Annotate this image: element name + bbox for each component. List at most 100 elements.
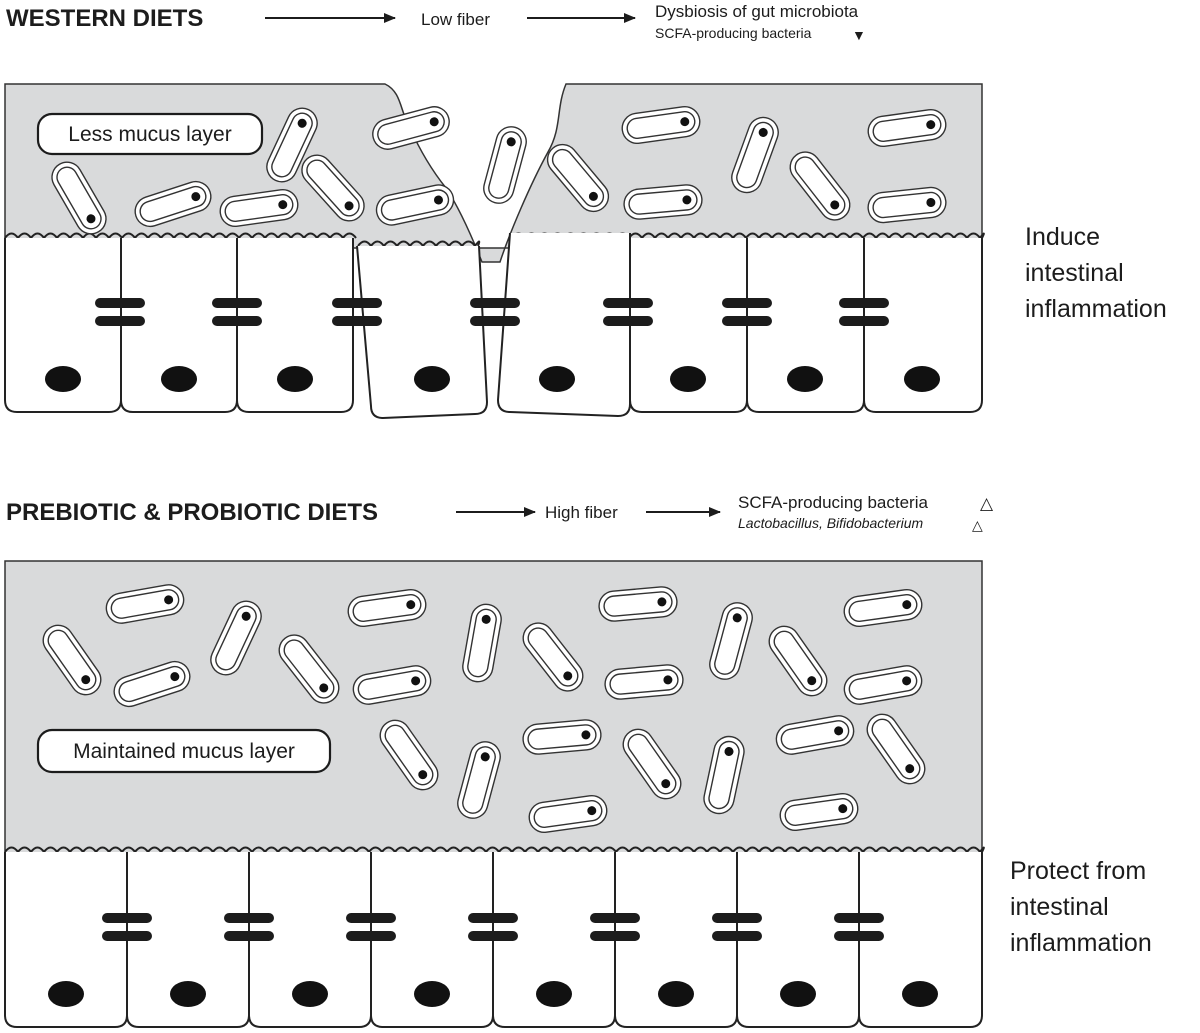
rod-bacterium-icon — [775, 715, 855, 755]
prebiotic-gut-panel: Maintained mucus layer — [4, 560, 985, 1028]
cell-nucleus — [48, 981, 84, 1007]
western-title: WESTERN DIETS — [6, 5, 203, 32]
tight-junction — [224, 913, 274, 941]
tight-junction — [590, 913, 640, 941]
prebiotic-step-genera: Lactobacillus, Bifidobacterium — [738, 515, 924, 531]
rod-bacterium-icon — [219, 188, 299, 228]
epithelial-cell — [120, 238, 238, 413]
tight-junction — [603, 298, 653, 326]
rod-bacterium-icon — [278, 634, 340, 704]
rod-bacterium-icon — [42, 624, 102, 696]
rod-bacterium-icon — [372, 106, 450, 150]
prebiotic-step-high-fiber: High fiber — [545, 503, 618, 522]
epithelial-cell — [356, 245, 489, 420]
rod-bacterium-icon — [134, 180, 212, 228]
cell-nucleus — [292, 981, 328, 1007]
rod-bacterium-icon — [843, 588, 923, 628]
rod-bacterium-icon — [105, 584, 185, 624]
western-outcome-line-2: intestinal — [1025, 259, 1124, 287]
rod-bacterium-icon — [113, 660, 191, 708]
cell-nucleus — [670, 366, 706, 392]
rod-bacterium-icon — [528, 794, 608, 834]
rod-bacterium-icon — [867, 108, 947, 148]
prebiotic-mucus-label: Maintained mucus layer — [36, 728, 332, 774]
tight-junction — [712, 913, 762, 941]
rod-bacterium-icon — [703, 735, 745, 815]
tight-junction — [834, 913, 884, 941]
epithelial-cell — [4, 852, 128, 1028]
rod-bacterium-icon — [522, 622, 584, 692]
tight-junction — [332, 298, 382, 326]
epithelial-cell — [736, 852, 860, 1028]
cell-nucleus — [170, 981, 206, 1007]
rod-bacterium-icon — [210, 600, 262, 676]
filled-down-triangle-icon: ▼ — [852, 27, 866, 43]
outline-up-triangle-icon: △ — [980, 494, 994, 513]
western-mucus-label-text: Less mucus layer — [68, 123, 231, 146]
mucus-label-box — [36, 728, 332, 774]
cell-nucleus — [414, 981, 450, 1007]
rod-bacterium-icon — [622, 728, 682, 800]
tight-junction — [346, 913, 396, 941]
prebiotic-outcome-line-3: inflammation — [1010, 929, 1152, 957]
rod-bacterium-icon — [51, 161, 107, 235]
rod-bacterium-icon — [731, 116, 779, 194]
rod-bacterium-icon — [867, 186, 947, 224]
prebiotic-bacteria — [42, 584, 926, 834]
rod-bacterium-icon — [843, 665, 923, 705]
rod-bacterium-icon — [375, 184, 455, 226]
tight-junction — [102, 913, 152, 941]
western-outcome: Induce intestinal inflammation — [1025, 223, 1167, 323]
cell-nucleus — [536, 981, 572, 1007]
cell-nucleus — [658, 981, 694, 1007]
epithelial-cell — [858, 852, 983, 1028]
western-mucus-label: Less mucus layer — [36, 112, 264, 156]
cell-nucleus — [902, 981, 938, 1007]
rod-bacterium-icon — [457, 741, 501, 819]
cell-nucleus — [787, 366, 823, 392]
cell-nucleus — [161, 366, 197, 392]
epithelial-cell — [496, 232, 631, 418]
cell-nucleus — [780, 981, 816, 1007]
epithelial-cell — [126, 852, 250, 1028]
prebiotic-outcome: Protect from intestinal inflammation — [1010, 857, 1152, 957]
microvilli-edge — [4, 232, 357, 240]
rod-bacterium-icon — [709, 602, 753, 680]
western-step-scfa: SCFA-producing bacteria — [655, 25, 812, 41]
rod-bacterium-icon — [379, 719, 439, 791]
epithelial-cell — [492, 852, 616, 1028]
rod-bacterium-icon — [301, 154, 365, 222]
western-outcome-line-3: inflammation — [1025, 295, 1167, 323]
tight-junction — [470, 298, 520, 326]
western-epithelial-cells — [4, 232, 983, 420]
epithelial-cell — [863, 238, 983, 413]
cell-nucleus — [45, 366, 81, 392]
epithelial-cell — [236, 238, 354, 413]
tight-junction — [212, 298, 262, 326]
rod-bacterium-icon — [266, 107, 318, 183]
epithelial-cell — [629, 238, 748, 413]
cell-nucleus — [904, 366, 940, 392]
rod-bacterium-icon — [462, 603, 502, 683]
rod-bacterium-icon — [347, 588, 427, 628]
western-step-dysbiosis: Dysbiosis of gut microbiota — [655, 2, 859, 21]
prebiotic-title: PREBIOTIC & PROBIOTIC DIETS — [6, 499, 378, 526]
western-step-low-fiber: Low fiber — [421, 10, 490, 29]
western-gut-panel: Less mucus layer — [4, 83, 985, 420]
prebiotic-mucus-label-text: Maintained mucus layer — [73, 740, 295, 763]
rod-bacterium-icon — [546, 143, 610, 213]
rod-bacterium-icon — [522, 719, 602, 755]
rod-bacterium-icon — [789, 151, 851, 221]
prebiotic-header: PREBIOTIC & PROBIOTIC DIETS High fiber S… — [6, 493, 994, 533]
cell-nucleus — [277, 366, 313, 392]
prebiotic-outcome-line-2: intestinal — [1010, 893, 1109, 921]
epithelial-cell — [746, 238, 865, 413]
rod-bacterium-icon — [483, 126, 527, 204]
outline-up-triangle-icon: △ — [972, 517, 983, 533]
epithelial-cell — [248, 852, 372, 1028]
epithelial-cell — [4, 238, 122, 413]
tight-junction — [722, 298, 772, 326]
tight-junction — [468, 913, 518, 941]
western-outcome-line-1: Induce — [1025, 223, 1100, 251]
